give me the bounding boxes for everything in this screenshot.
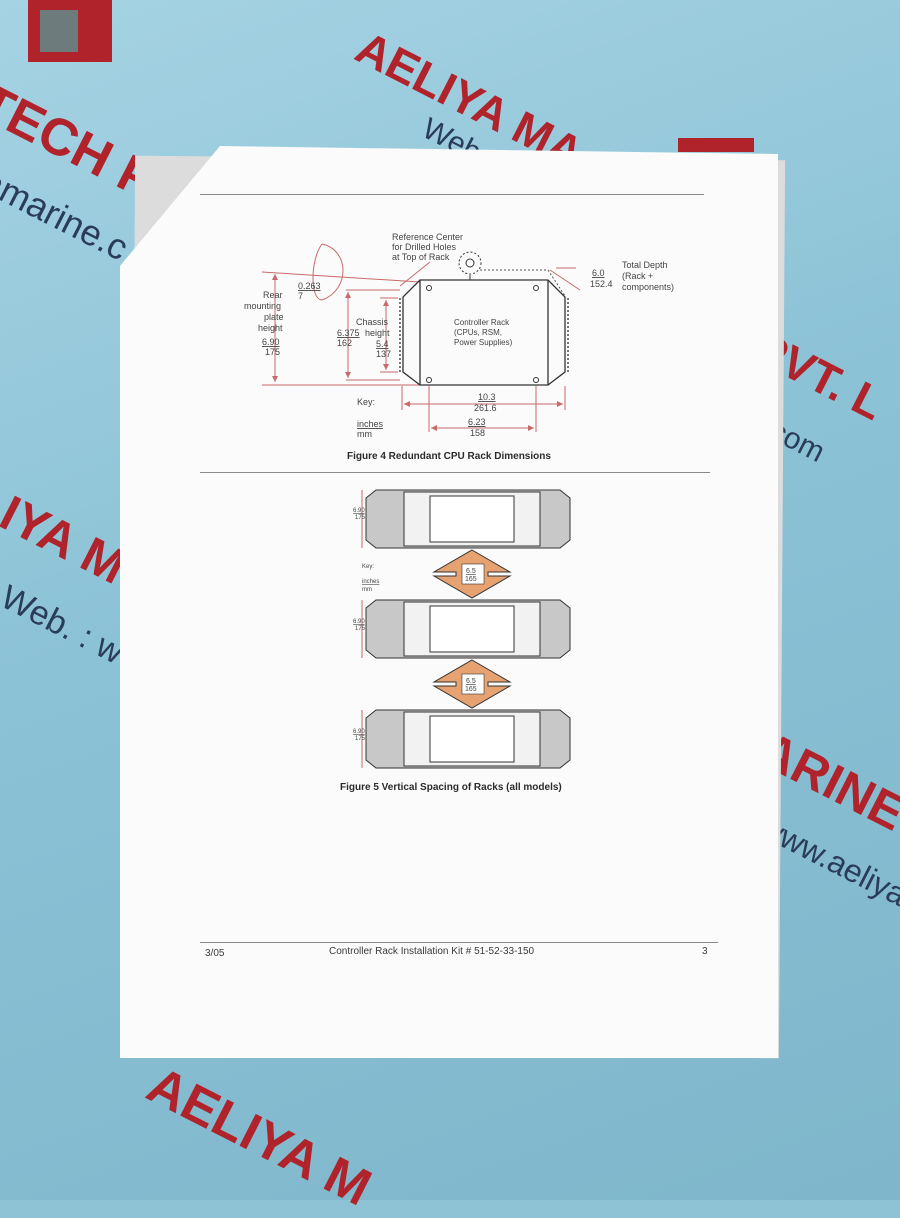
chassis-line-2: height <box>365 328 390 338</box>
reference-center-line-2: for Drilled Holes <box>392 242 457 252</box>
figures-drawing: Reference Center for Drilled Holes at To… <box>120 146 778 1058</box>
figure4-diagram <box>261 243 581 432</box>
background-logo-block <box>40 10 78 52</box>
rack-outline <box>365 489 571 549</box>
fig5-key-inches: inches <box>362 579 379 585</box>
rack-c-inches: 6.90 <box>353 729 365 735</box>
rack-c-mm: 175 <box>355 736 366 742</box>
fig5-key-mm: mm <box>362 587 372 593</box>
fig4-key-label: Key: <box>357 397 375 407</box>
rack-label-line-1: Controller Rack <box>454 318 510 327</box>
footer-page-number: 3 <box>702 946 708 957</box>
spacing-1-inches: 6.5 <box>466 568 476 575</box>
rack-b-inches: 6.90 <box>353 619 365 625</box>
spacing-2-mm: 165 <box>465 686 477 693</box>
inner-width-inches: 6.23 <box>468 417 486 427</box>
fig4-key-mm: mm <box>357 429 372 439</box>
spacing-1-mm: 165 <box>465 576 477 583</box>
rear-mm: 175 <box>265 347 280 357</box>
figure5-caption: Figure 5 Vertical Spacing of Racks (all … <box>340 782 562 793</box>
rack-label-line-2: (CPUs, RSM, <box>454 328 502 337</box>
width-mm: 261.6 <box>474 403 497 413</box>
footer-rule <box>200 942 718 943</box>
rear-inches: 6.90 <box>262 337 280 347</box>
fig4-key-inches: inches <box>357 419 384 429</box>
rack-label-line-3: Power Supplies) <box>454 338 513 347</box>
spacing-2-inches: 6.5 <box>466 678 476 685</box>
background-logo-block <box>678 138 754 152</box>
rear-plate-line-2: mounting <box>244 301 281 311</box>
total-depth-line-3: components) <box>622 282 674 292</box>
rear-plate-line-4: height <box>258 323 283 333</box>
reference-center-line-3: at Top of Rack <box>392 252 450 262</box>
offset-inches: 0.263 <box>298 281 321 291</box>
figure4-caption: Figure 4 Redundant CPU Rack Dimensions <box>347 451 551 462</box>
rack-a-mm: 175 <box>355 515 366 521</box>
chassis-line-1: Chassis <box>356 317 389 327</box>
reference-center-line-1: Reference Center <box>392 232 463 242</box>
depth-inches: 6.0 <box>592 268 605 278</box>
total-depth-line-2: (Rack + <box>622 271 653 281</box>
rack-outline <box>365 709 571 769</box>
rack-b-mm: 175 <box>355 626 366 632</box>
rear-plate-line-3: plate <box>264 312 284 322</box>
chassis-inches: 5.4 <box>376 339 389 349</box>
depth-mm: 152.4 <box>590 279 613 289</box>
rear-plate-line-1: Rear <box>263 290 283 300</box>
total-depth-line-1: Total Depth <box>622 260 668 270</box>
rack-outline <box>365 599 571 659</box>
footer-title: Controller Rack Installation Kit # 51-52… <box>329 946 535 957</box>
header-rule <box>200 194 704 195</box>
figure-divider <box>200 472 710 473</box>
figure5-diagram <box>361 489 571 769</box>
chassis-mm: 137 <box>376 349 391 359</box>
inner-width-mm: 158 <box>470 428 485 438</box>
offset-mm: 7 <box>298 291 303 301</box>
chassis-left-inches: 6.375 <box>337 328 360 338</box>
width-inches: 10.3 <box>478 392 496 402</box>
chassis-left-mm: 162 <box>337 338 352 348</box>
fig5-key-label: Key: <box>362 564 374 570</box>
rack-a-inches: 6.90 <box>353 508 365 514</box>
footer-date: 3/05 <box>205 948 225 959</box>
